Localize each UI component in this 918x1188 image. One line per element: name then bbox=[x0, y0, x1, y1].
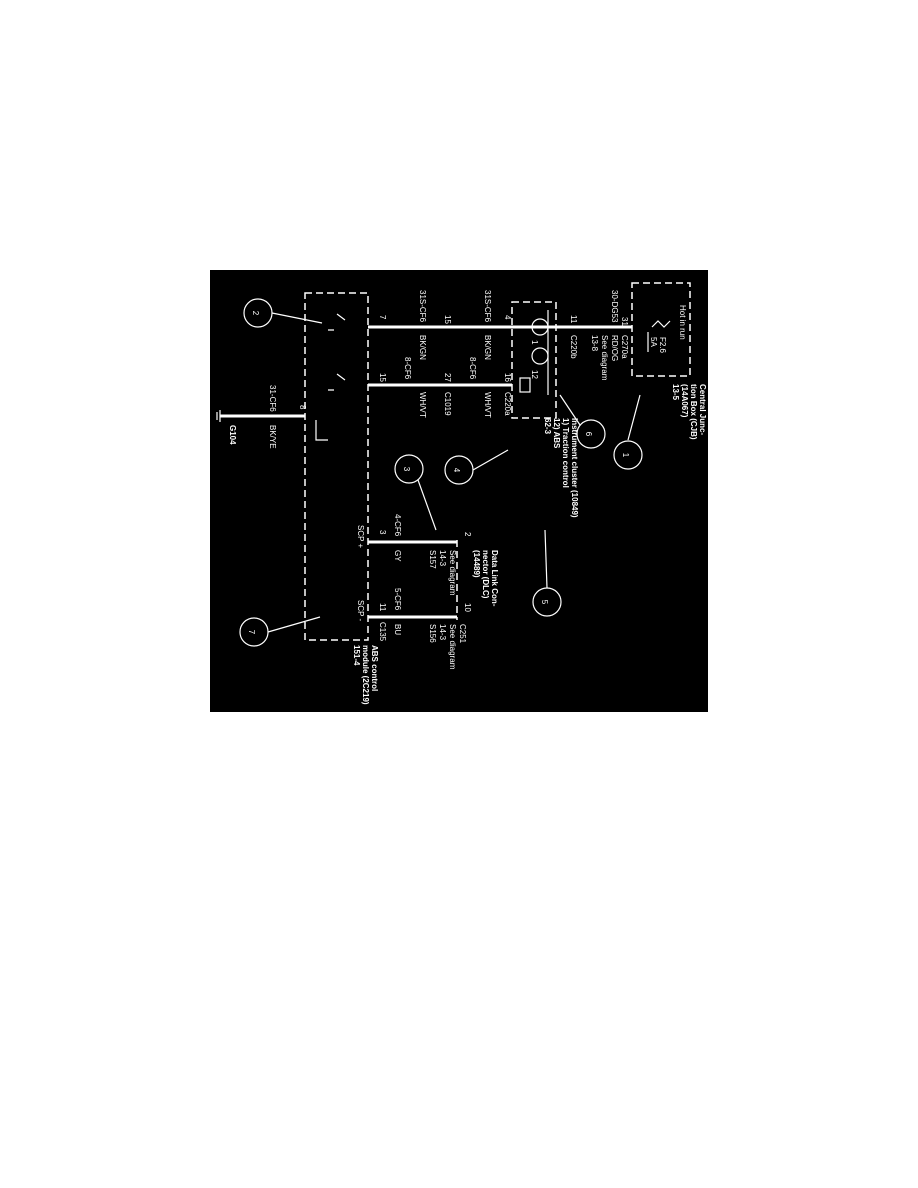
callout-label: 5 bbox=[540, 600, 549, 605]
fuse-rating: 5A bbox=[649, 337, 658, 347]
wire-circuit: 4-CF6 bbox=[393, 514, 402, 537]
see-ref: 13-8 bbox=[590, 335, 599, 352]
callout-6 bbox=[559, 394, 606, 449]
cjb-connector: C270a bbox=[620, 335, 629, 359]
wire-color: BK/GN bbox=[418, 335, 427, 360]
dlc-title: Data Link Con- bbox=[490, 550, 499, 607]
cjb-part: (14A067) bbox=[680, 384, 689, 418]
cjb-title: Central Junc- bbox=[698, 384, 707, 435]
wire-pin: 15 bbox=[443, 315, 452, 324]
callout-4 bbox=[444, 449, 509, 485]
wire-color: RD/OG bbox=[610, 335, 619, 361]
ground-id: G104 bbox=[228, 425, 237, 445]
callout-2 bbox=[243, 298, 323, 328]
scp-plus-label: SCP + bbox=[356, 525, 365, 549]
cluster-line: 12) ABS bbox=[552, 418, 561, 449]
dlc-pin: 2 bbox=[463, 532, 472, 537]
lamp-pin: 1 bbox=[530, 340, 539, 345]
cluster-pin: 4 bbox=[503, 315, 512, 320]
diagram-background bbox=[210, 270, 708, 712]
switch-ground-icon bbox=[315, 329, 334, 441]
cluster-ref: 62-3 bbox=[543, 418, 552, 435]
wire-circuit: 31S-CF6 bbox=[418, 290, 427, 323]
callout-label: 6 bbox=[584, 432, 593, 437]
dlc-pin: 10 bbox=[463, 603, 472, 612]
cjb-hot-label: Hot in run bbox=[678, 305, 687, 340]
abs-module-box bbox=[304, 292, 369, 641]
abs-title: module (2C219) bbox=[361, 645, 370, 705]
cjb-box bbox=[631, 282, 691, 377]
splice: S157 bbox=[428, 550, 437, 569]
ground-symbol-icon bbox=[216, 410, 221, 422]
instrument-cluster-box bbox=[511, 301, 557, 419]
callout-label: 2 bbox=[251, 311, 260, 316]
abs-pin: 3 bbox=[378, 530, 387, 535]
cluster-title: Instrument cluster (10849) bbox=[570, 418, 579, 518]
fuse-label: F2.6 bbox=[658, 337, 667, 354]
wire-color: GY bbox=[393, 550, 402, 562]
abs-connector: C135 bbox=[378, 622, 387, 642]
callout-5 bbox=[532, 529, 562, 617]
inline-connector: C1019 bbox=[443, 392, 452, 416]
abs-pin: 7 bbox=[378, 315, 387, 320]
callout-label: 7 bbox=[247, 630, 256, 635]
dlc-part: (14489) bbox=[472, 550, 481, 578]
callout-1 bbox=[613, 394, 643, 470]
see-ref: 14-3 bbox=[438, 550, 447, 567]
callout-label: 3 bbox=[402, 467, 411, 472]
dlc-connector: C251 bbox=[458, 624, 467, 644]
cluster-line: 1) Traction control bbox=[561, 418, 570, 488]
see-diagram: See diagram bbox=[448, 624, 457, 670]
ground-pin: 8 bbox=[298, 405, 307, 410]
wire-circuit: 8-CF6 bbox=[403, 357, 412, 380]
cluster-connector: C220b bbox=[569, 335, 578, 359]
wire-circuit: 31S-CF6 bbox=[483, 290, 492, 323]
wire-circuit: 8-CF6 bbox=[468, 357, 477, 380]
abs-title: ABS control bbox=[370, 645, 379, 691]
callout-label: 1 bbox=[621, 453, 630, 458]
cluster-connector: C220a bbox=[503, 392, 512, 416]
abs-pin: 11 bbox=[378, 603, 387, 612]
callout-label: 4 bbox=[452, 468, 461, 473]
fuse-icon bbox=[651, 320, 671, 328]
cluster-pin: 11 bbox=[569, 315, 578, 324]
cjb-ref: 13-5 bbox=[671, 384, 680, 401]
scp-minus-label: SCP - bbox=[356, 600, 365, 622]
wire-circuit: 5-CF6 bbox=[393, 588, 402, 611]
cluster-pin: 16 bbox=[503, 373, 512, 382]
wire-color: BU bbox=[393, 624, 402, 635]
ground-circuit: 31-CF6 bbox=[268, 385, 277, 412]
switch-icon bbox=[336, 313, 346, 381]
wire-circuit: 30-DG53 bbox=[610, 290, 619, 323]
wire-color: BK/GN bbox=[483, 335, 492, 360]
dlc-title: nector (DLC) bbox=[481, 550, 490, 599]
cjb-title: tion Box (CJB) bbox=[689, 384, 698, 440]
callout-3 bbox=[394, 454, 437, 531]
callout-7 bbox=[239, 616, 321, 647]
abs-ref: 151-4 bbox=[352, 645, 361, 666]
lamp-pin: 12 bbox=[530, 370, 539, 379]
wire-color: WH/VT bbox=[418, 392, 427, 418]
ground-color: BK/YE bbox=[268, 425, 277, 449]
see-diagram: See diagram bbox=[600, 335, 609, 381]
cjb-pin: 31 bbox=[620, 317, 629, 326]
abs-pin: 15 bbox=[378, 373, 387, 382]
see-diagram: See diagram bbox=[448, 550, 457, 596]
wire-color: WH/VT bbox=[483, 392, 492, 418]
wire-pin: 27 bbox=[443, 373, 452, 382]
resistor-icon bbox=[519, 377, 531, 393]
splice: S156 bbox=[428, 624, 437, 643]
see-ref: 14-3 bbox=[438, 624, 447, 641]
